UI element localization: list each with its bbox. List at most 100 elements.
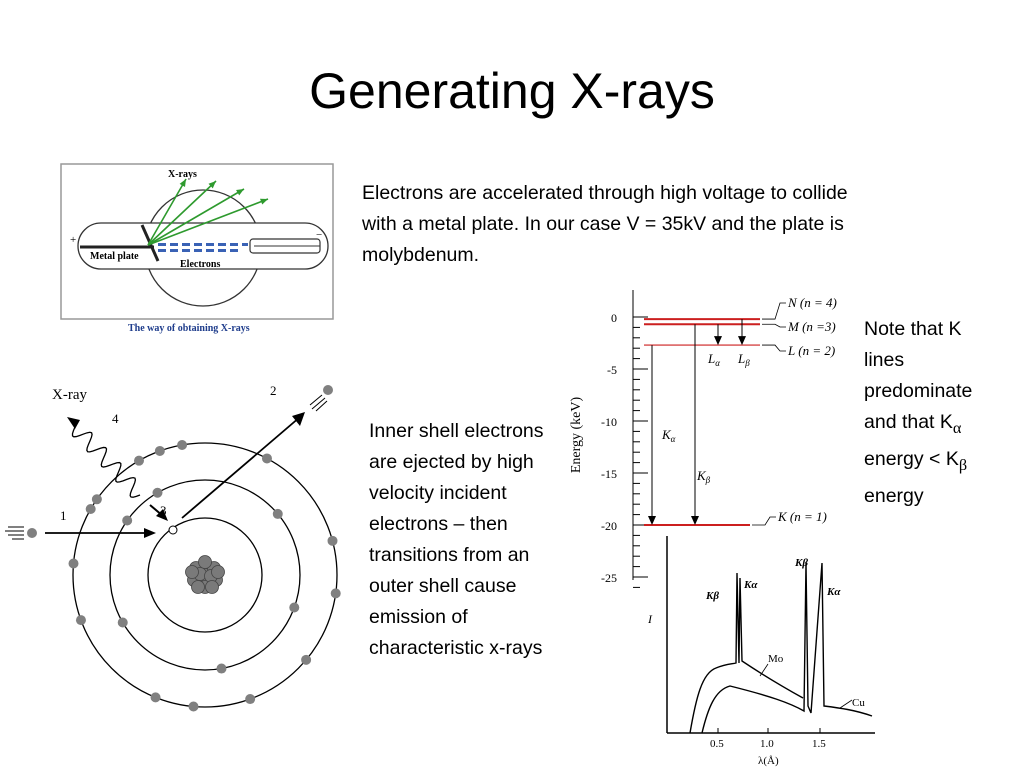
incident-arrowhead — [144, 528, 156, 538]
orbit-electron — [327, 535, 338, 546]
orbit-electron — [301, 654, 312, 665]
energy-tick-label: 0 — [611, 311, 617, 325]
nucleus — [185, 555, 225, 594]
nucleon — [185, 565, 199, 579]
note-line-5: energy < Kβ — [864, 444, 1024, 481]
atom-figure: 1 2 3 X-ray 4 — [5, 383, 341, 712]
orbit-electron — [134, 455, 144, 466]
label-xray: X-ray — [52, 387, 87, 403]
transition-l-alpha-head — [714, 336, 722, 346]
energy-ylabel: Energy (keV) — [569, 397, 584, 474]
peak-kb-mo: Kβ — [705, 590, 719, 602]
energy-tick-label: -25 — [601, 571, 617, 585]
note-line-3: predominate — [864, 380, 973, 402]
ejected-path — [181, 416, 301, 519]
mo-curve — [689, 572, 804, 734]
energy-transitions — [648, 319, 746, 525]
note-alpha-sub: α — [952, 418, 962, 437]
energy-levels: N (n = 4)M (n =3)L (n = 2)K (n = 1) — [644, 295, 837, 526]
label-k-alpha-main: K — [661, 427, 672, 442]
xray-arrow-head — [208, 181, 216, 189]
orbit-electron — [91, 494, 102, 505]
label-electrons: Electrons — [180, 259, 220, 270]
label-3: 3 — [160, 503, 167, 518]
energy-level-leader — [762, 344, 786, 352]
orbit-electron — [216, 663, 227, 674]
note-line-4-prefix: and that K — [864, 411, 953, 433]
label-plus: + — [70, 234, 76, 246]
energy-level-label: N (n = 4) — [787, 295, 837, 310]
nucleon — [211, 565, 225, 579]
energy-level-diagram: 0-5-10-15-20-25 N (n = 4)M (n =3)L (n = … — [569, 290, 837, 588]
transition-k-beta-head — [691, 516, 699, 525]
label-mo: Mo — [768, 653, 784, 665]
label-xrays: X-rays — [168, 169, 197, 180]
tube-join — [150, 224, 256, 268]
label-1: 1 — [60, 508, 67, 523]
energy-level-leader — [752, 516, 776, 526]
vacancy — [168, 525, 178, 535]
xray-arrow-head — [179, 179, 186, 187]
spectrum-ylabel: I — [647, 612, 653, 626]
orbit-electron — [85, 504, 96, 514]
label-2: 2 — [270, 383, 277, 398]
energy-level-label: L (n = 2) — [787, 343, 835, 358]
energy-level-label: K (n = 1) — [777, 509, 827, 524]
note-line-1: Note that K — [864, 318, 962, 340]
label-l-alpha-main: L — [707, 351, 715, 366]
orbit-electron — [330, 588, 341, 599]
label-cu: Cu — [852, 697, 865, 709]
cu-curve — [701, 562, 873, 734]
note-line-6: energy — [864, 484, 924, 507]
nucleon — [198, 555, 212, 569]
label-l-beta: Lβ — [737, 351, 750, 368]
electron-beam — [158, 243, 248, 252]
energy-tick-label: -5 — [607, 363, 617, 377]
nucleon — [191, 580, 205, 594]
incident-electron — [27, 528, 37, 538]
note-line-4: and that Kα — [864, 407, 1024, 444]
xray-tube-figure: X-rays Metal plate Electrons + − The way… — [60, 163, 334, 334]
ejected-motion-lines — [309, 394, 328, 412]
label-metal-plate: Metal plate — [90, 251, 139, 262]
intro-paragraph: Electrons are accelerated through high v… — [362, 182, 848, 266]
note-beta-sub: β — [958, 455, 968, 474]
orbit-electron — [122, 515, 133, 526]
ejected-electron — [323, 385, 333, 395]
spectrum-x-ticks — [717, 728, 821, 733]
energy-level-leader — [762, 323, 786, 328]
xray-wave-arrowhead — [67, 417, 80, 429]
orbit-electron — [289, 602, 300, 613]
orbit-electron — [68, 558, 79, 569]
energy-tick-label: -15 — [601, 467, 617, 481]
xray-wave — [71, 426, 141, 498]
energy-ticks: 0-5-10-15-20-25 — [601, 311, 648, 588]
cu-leader — [839, 699, 853, 709]
note-paragraph: Note that K lines predominate and that K… — [864, 314, 1024, 512]
orbit-electron — [150, 692, 161, 703]
nucleon — [205, 580, 219, 594]
orbit-k — [147, 517, 263, 633]
label-l-beta-sub: β — [744, 358, 750, 368]
xray-spectrum: I Kβ Kα Kβ Kα Mo Cu 0.5 1.0 1.5 λ(Å) — [647, 536, 875, 767]
xray-arrow-line — [147, 198, 269, 246]
xray-arrow-head — [260, 198, 268, 205]
transition-k-alpha-head — [648, 516, 656, 525]
xtick-1-5: 1.5 — [812, 738, 826, 750]
orbit-l — [109, 479, 301, 671]
orbit-electron — [75, 615, 86, 626]
orbit-electron — [245, 694, 256, 705]
orbit-electron — [188, 701, 199, 712]
label-l-alpha-sub: α — [715, 358, 720, 368]
peak-kb-cu: Kβ — [794, 557, 808, 569]
xray-arrow-line — [147, 188, 245, 246]
energy-tick-label: -20 — [601, 519, 617, 533]
slide-title: Generating X-rays — [309, 63, 715, 119]
label-minus: − — [316, 229, 322, 241]
xtick-0-5: 0.5 — [710, 738, 724, 750]
label-k-beta-main: K — [696, 468, 707, 483]
xray-arrows — [147, 178, 269, 246]
label-k-beta: Kβ — [696, 468, 711, 485]
spectrum-xlabel: λ(Å) — [758, 755, 779, 767]
xtick-1-0: 1.0 — [760, 738, 774, 750]
